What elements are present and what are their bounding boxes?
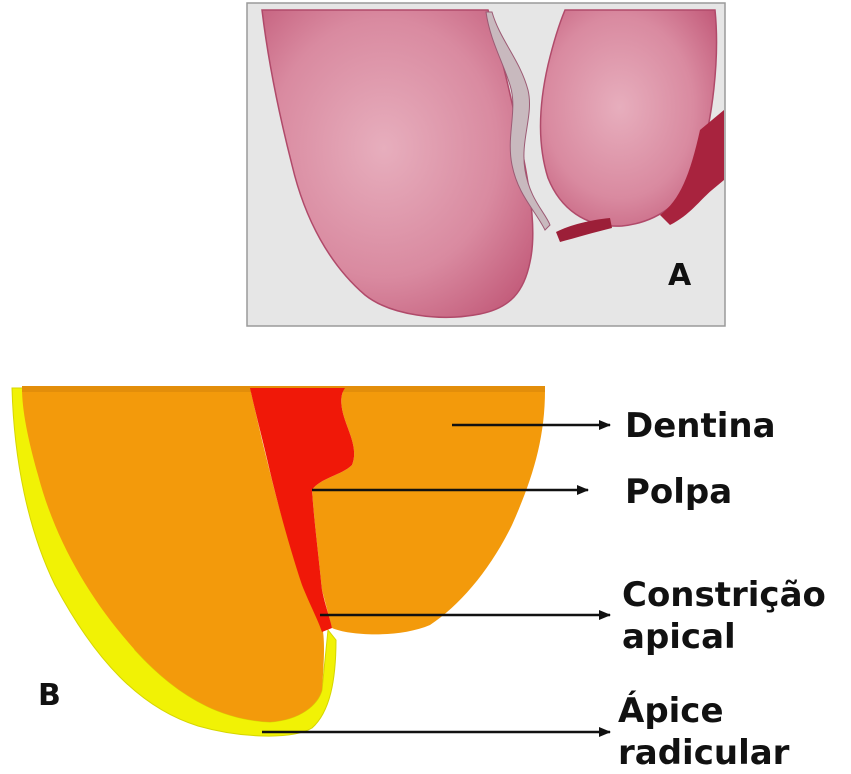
label-constricao-line2: apical: [622, 617, 736, 657]
panel-b-illustration: B Dentina Polpa Constrição apical Ápice …: [12, 386, 826, 773]
label-polpa: Polpa: [625, 472, 732, 512]
label-dentina: Dentina: [625, 406, 776, 446]
panel-b-letter: B: [38, 678, 61, 713]
label-apice-line2: radicular: [618, 733, 790, 773]
label-constricao-line1: Constrição: [622, 575, 826, 615]
panel-a-micrograph: A: [247, 3, 725, 326]
label-apice-line1: Ápice: [618, 690, 724, 731]
panel-a-letter: A: [668, 258, 692, 293]
